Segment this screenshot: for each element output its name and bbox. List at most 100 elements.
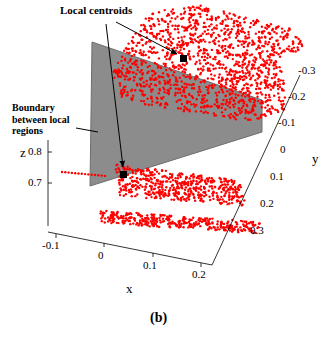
point [141, 186, 143, 188]
point [139, 49, 141, 51]
point [219, 22, 221, 24]
point-cloud [61, 5, 304, 235]
point [252, 66, 254, 68]
point [268, 64, 270, 66]
point [221, 46, 223, 48]
point [224, 18, 226, 20]
point [203, 187, 205, 189]
point [221, 67, 223, 69]
point [187, 101, 189, 103]
point [150, 17, 152, 19]
point [244, 57, 246, 59]
point [121, 95, 123, 97]
point [238, 107, 240, 109]
point [236, 114, 238, 116]
point [287, 48, 289, 50]
point [263, 114, 265, 116]
point [195, 110, 197, 112]
point [277, 92, 279, 94]
point [183, 198, 185, 200]
point [170, 198, 172, 200]
point [244, 35, 246, 37]
point [140, 30, 142, 32]
point [189, 188, 191, 190]
point [220, 180, 222, 182]
point [151, 171, 153, 173]
point [183, 29, 185, 31]
point [188, 83, 190, 85]
point [258, 76, 260, 78]
point [190, 191, 192, 193]
point [143, 51, 145, 53]
point [279, 83, 281, 85]
point [170, 44, 172, 46]
point [202, 52, 204, 54]
point [256, 117, 258, 119]
point [252, 105, 254, 107]
point [193, 196, 195, 198]
point [210, 34, 212, 36]
point [194, 32, 196, 34]
point [243, 42, 245, 44]
point [277, 80, 279, 82]
point [236, 195, 238, 197]
point [165, 186, 167, 188]
point [241, 66, 243, 68]
point [150, 181, 152, 183]
point [192, 180, 194, 182]
point [260, 81, 262, 83]
point [227, 183, 229, 185]
point [160, 97, 162, 99]
point [279, 86, 281, 88]
point [168, 14, 170, 16]
point [176, 80, 178, 82]
point [121, 67, 123, 69]
point [130, 67, 132, 69]
point [164, 175, 166, 177]
point [286, 34, 288, 36]
point [242, 30, 244, 32]
point [128, 191, 130, 193]
point [275, 66, 277, 68]
point [181, 181, 183, 183]
point [249, 54, 251, 56]
point [237, 40, 239, 42]
point [278, 66, 280, 68]
point [215, 17, 217, 19]
point [234, 103, 236, 105]
point [148, 65, 150, 67]
point [133, 217, 135, 219]
point [125, 72, 127, 74]
point [205, 183, 207, 185]
point [159, 195, 161, 197]
point [127, 173, 129, 175]
point [261, 26, 263, 28]
point [208, 84, 210, 86]
point [252, 75, 254, 77]
point [132, 36, 134, 38]
point [145, 197, 147, 199]
point [230, 74, 232, 76]
point [297, 38, 299, 40]
point [212, 64, 214, 66]
point [231, 97, 233, 99]
point [225, 70, 227, 72]
point [203, 112, 205, 114]
point [152, 23, 154, 25]
point [138, 52, 140, 54]
point [149, 171, 151, 173]
point [224, 184, 226, 186]
point [148, 17, 150, 19]
point [238, 77, 240, 79]
point [266, 110, 268, 112]
point [142, 44, 144, 46]
point [143, 28, 145, 30]
point [268, 41, 270, 43]
point [163, 91, 165, 93]
point [155, 102, 157, 104]
point [187, 53, 189, 55]
point [228, 199, 230, 201]
point [260, 71, 262, 73]
point [140, 178, 142, 180]
point [181, 80, 183, 82]
